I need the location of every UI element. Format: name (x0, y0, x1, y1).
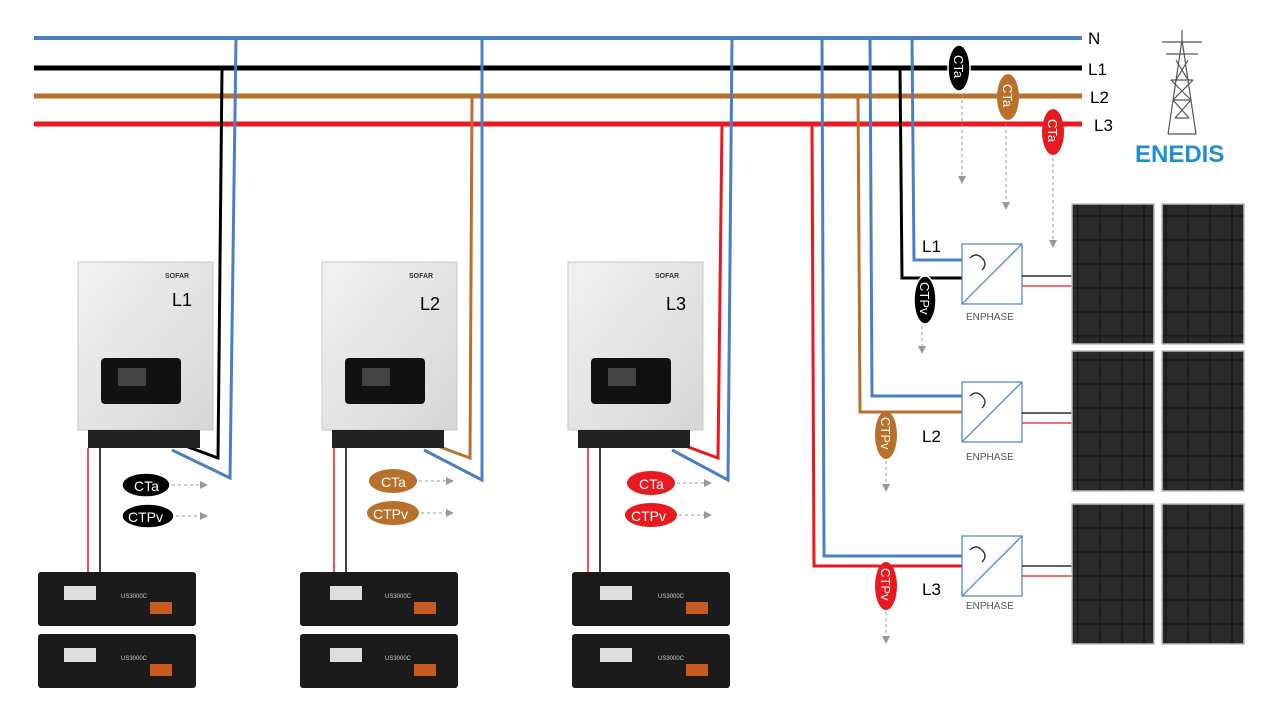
ct-signal-arrows (172, 477, 712, 520)
bus-label-l1: L1 (1088, 60, 1107, 79)
micro-brand: ENPHASE (966, 601, 1014, 612)
pylon-icon (1162, 30, 1202, 135)
ctpv-label: CTPv (373, 506, 408, 522)
pv-phase-label: L3 (922, 580, 941, 599)
bus-label-l3: L3 (1094, 116, 1113, 135)
pv-ct-badges (875, 275, 937, 610)
cta-label: CTa (639, 476, 664, 492)
inverter-phase-label: L2 (420, 294, 440, 314)
battery-model: US3000C (121, 656, 148, 662)
micro-inverters (961, 243, 1023, 597)
micro-brand: ENPHASE (966, 312, 1014, 323)
ctpv-label: CTPv (631, 508, 666, 524)
micro-brand: ENPHASE (966, 452, 1014, 463)
pv-phase-label: L1 (922, 237, 941, 256)
inverter-brand: SOFAR (655, 273, 679, 280)
battery-model: US3000C (385, 594, 412, 600)
pv-ct-arrows (882, 326, 926, 644)
inverter-ct-badges (121, 469, 677, 529)
grid-cta-label: CTa (1000, 84, 1015, 108)
inverter-brand: SOFAR (409, 273, 433, 280)
battery-stack-l3 (572, 572, 730, 688)
bus-label-n: N (1088, 29, 1100, 48)
bus-label-l2: L2 (1090, 88, 1109, 107)
grid-cta-label: CTa (1045, 119, 1060, 143)
battery-model: US3000C (658, 656, 685, 662)
inverter-phase-label: L3 (666, 294, 686, 314)
inverter-l2 (321, 261, 458, 448)
battery-stack-l2 (300, 572, 458, 688)
bus-lines (34, 36, 1082, 127)
inverter-phase-label: L1 (172, 290, 192, 310)
battery-model: US3000C (385, 656, 412, 662)
inverter-feeds (171, 37, 734, 483)
grid-ct-arrows (958, 94, 1057, 248)
pv-ctpv-label: CTPv (917, 282, 932, 315)
inverter-l3 (567, 261, 704, 448)
panel-dc-lines (1022, 275, 1072, 577)
ctpv-label: CTPv (128, 509, 163, 525)
micro-symbols (969, 254, 986, 563)
pv-feeds (810, 37, 962, 568)
pv-phase-label: L2 (922, 427, 941, 446)
grid-cta-label: CTa (951, 55, 966, 79)
inverter-brand: SOFAR (165, 273, 189, 280)
enedis-logo: ENEDIS (1135, 141, 1224, 168)
pv-ctpv-label: CTPv (878, 417, 893, 450)
pv-ctpv-label: CTPv (878, 568, 893, 601)
cta-label: CTa (381, 474, 406, 490)
inverter-l1 (77, 261, 214, 448)
battery-cables (87, 448, 601, 575)
solar-panels (1071, 203, 1245, 645)
battery-model: US3000C (658, 594, 685, 600)
battery-model: US3000C (121, 594, 148, 600)
grid-ct-badges (947, 44, 1064, 155)
battery-stack-l1 (38, 572, 196, 688)
cta-label: CTa (134, 478, 159, 494)
